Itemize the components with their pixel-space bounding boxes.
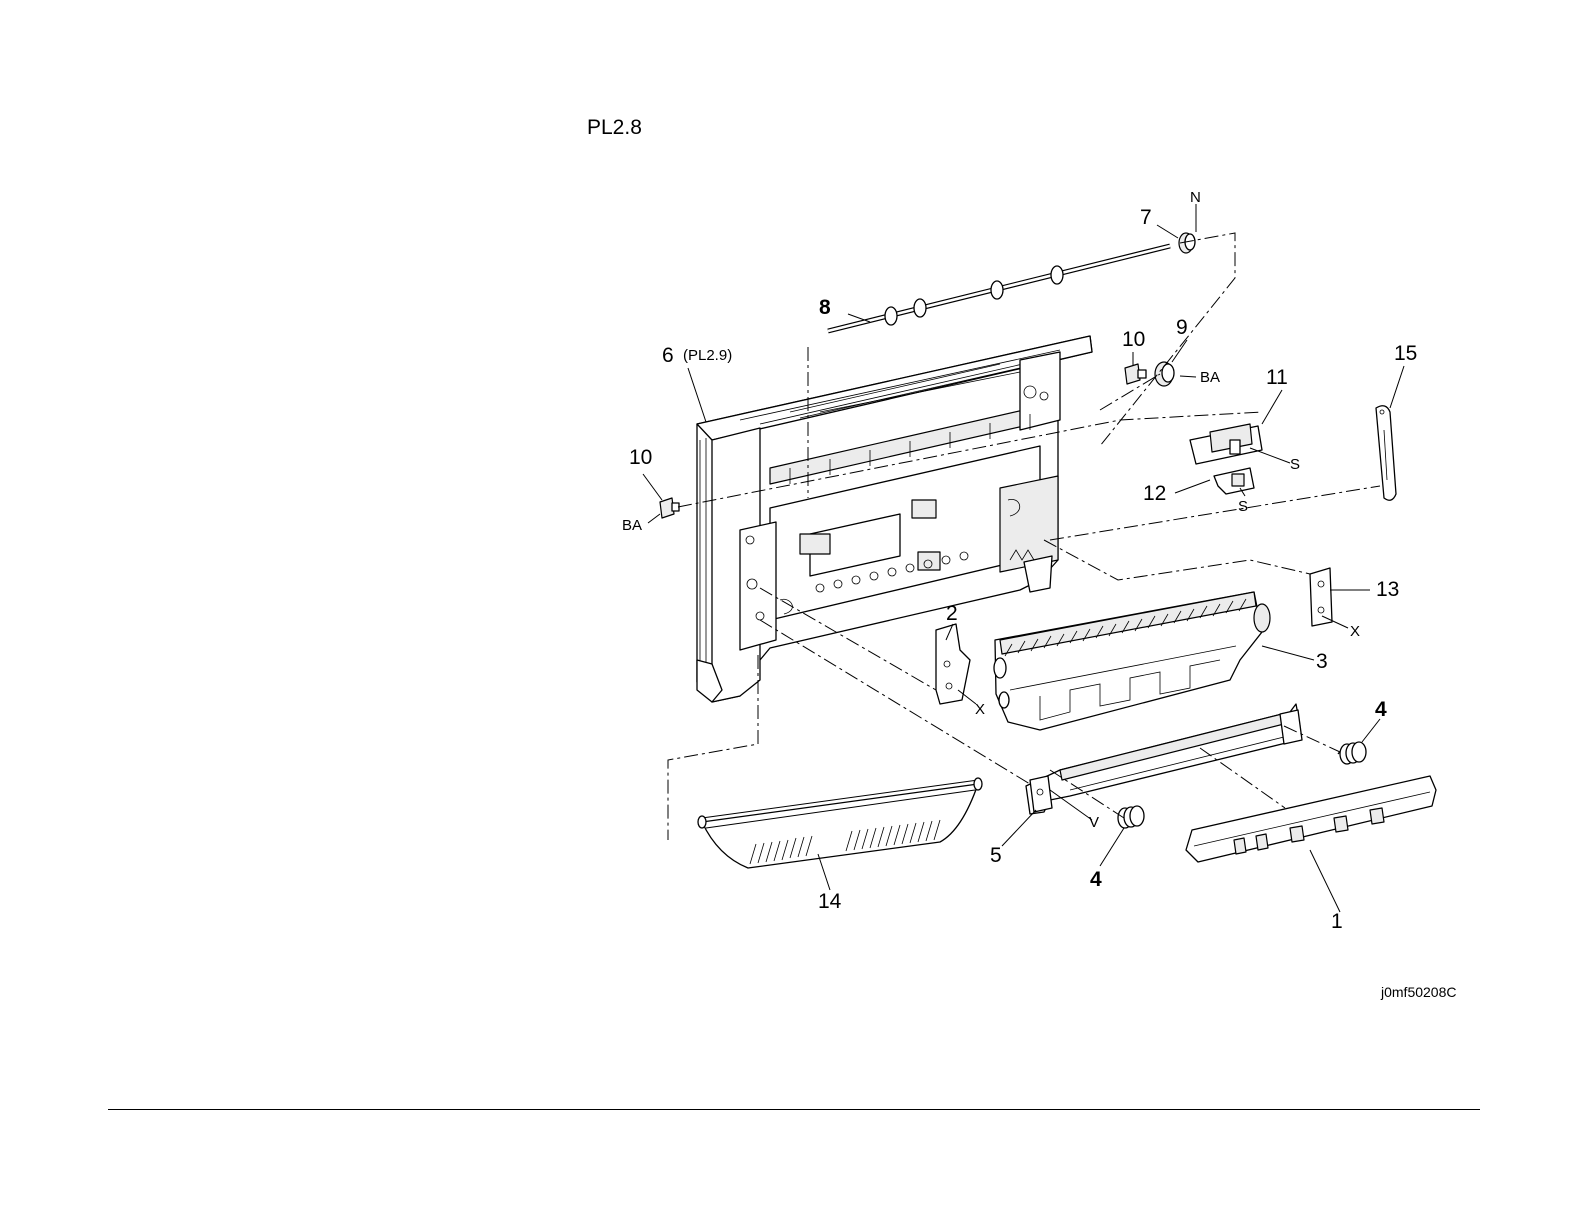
callout-6: 6 [662,344,674,367]
bracket-part-11 [1190,424,1262,464]
letter-ba-right: BA [1200,369,1220,386]
callout-4-upper: 4 [1375,698,1387,721]
letter-v: V [1089,814,1099,831]
lower-cover-part-1 [1186,776,1436,862]
callout-3: 3 [1316,650,1328,673]
callout-14: 14 [818,890,842,913]
curved-guide-part-14 [698,778,982,868]
sensor-part-12 [1214,468,1254,494]
callout-1: 1 [1331,910,1343,933]
letter-x-right: X [1350,623,1360,640]
bushing-part-10-left [660,498,679,518]
callout-10-right: 10 [1122,328,1145,351]
callout-15: 15 [1394,342,1417,365]
callout-7: 7 [1140,206,1152,229]
spring-part-4-upper [1338,742,1366,764]
drawing-code: j0mf50208C [1381,984,1457,1000]
bracket-part-2 [936,624,970,704]
letter-s-lower: S [1238,498,1248,515]
callout-10-left: 10 [629,446,652,469]
callout-12: 12 [1143,482,1166,505]
footer-rule [108,1109,1480,1110]
bushing-part-10-right [1125,364,1146,384]
callout-13: 13 [1376,578,1399,601]
guide-assembly-part-3 [994,592,1270,730]
letter-n: N [1190,189,1201,206]
callout-8: 8 [819,296,831,319]
callout-2: 2 [946,602,958,625]
callout-4-lower: 4 [1090,868,1102,891]
callout-6-reference: (PL2.9) [683,347,732,364]
callout-9: 9 [1176,316,1188,339]
callout-11: 11 [1266,366,1288,389]
bracket-part-13 [1310,568,1332,626]
letter-x-left: X [975,701,985,718]
letter-ba-left: BA [622,517,642,534]
letter-s-upper: S [1290,456,1300,473]
callout-5: 5 [990,844,1002,867]
roller-shaft-part-8 [828,246,1170,331]
